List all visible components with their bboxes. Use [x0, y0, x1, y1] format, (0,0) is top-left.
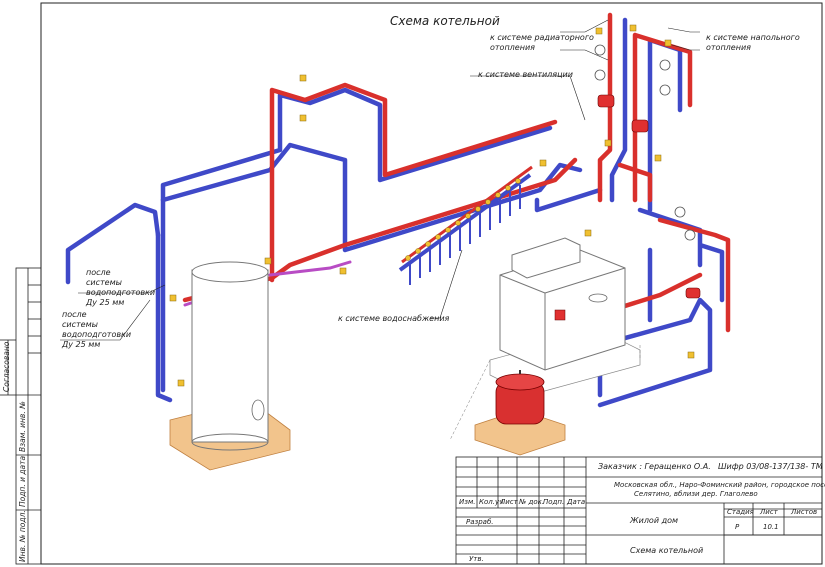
- tb-drawing-name: Схема котельной: [630, 546, 704, 555]
- tb-col-date: Дата: [567, 498, 586, 506]
- callout-line: Ду 25 мм: [86, 298, 125, 307]
- callout-line: к системе напольного: [706, 33, 800, 42]
- stamp-sign-date: Подп. и дата: [18, 455, 27, 507]
- leader-lines: [60, 19, 700, 341]
- stamp-inv-replace: Взам. инв. №: [18, 401, 27, 452]
- callout-line: после: [86, 268, 111, 277]
- callout-radiator-heating: к системе радиаторного отопления: [490, 33, 594, 53]
- water-supply-manifold: [398, 165, 533, 285]
- tb-address-2: Селятино, вблизи дер. Глаголево: [634, 490, 758, 498]
- tb-stage-header: Стадия: [727, 508, 754, 516]
- callout-line: отопления: [490, 43, 535, 52]
- title-block-frame: [455, 456, 823, 565]
- projection-lines: [449, 345, 641, 441]
- callout-line: системы: [62, 320, 98, 329]
- tb-customer: Заказчик : Геращенко О.А.: [598, 462, 711, 471]
- tb-col-qty: Кол.уч: [479, 498, 504, 506]
- tb-developed: Разраб.: [466, 518, 494, 526]
- callout-floor-heating: к системе напольного отопления: [706, 33, 800, 53]
- tb-stage: Р: [735, 523, 740, 531]
- callout-line: к системе радиаторного: [490, 33, 594, 42]
- tb-col-rev: Изм.: [459, 498, 476, 506]
- expansion-vessel: [474, 370, 566, 456]
- tb-sheet-header: Лист: [760, 508, 778, 516]
- side-stamp: [0, 267, 42, 565]
- callout-ventilation: к системе вентиляции: [478, 70, 573, 79]
- tb-object: Жилой дом: [630, 516, 679, 525]
- drawing-title: Схема котельной: [390, 14, 500, 28]
- tb-code: Шифр 03/08-137/138- ТМ: [718, 462, 823, 471]
- tb-col-sign: Подп.: [543, 498, 565, 506]
- stamp-agreed: Согласовано: [2, 341, 11, 392]
- callout-line: системы: [86, 278, 122, 287]
- tb-sheets-header: Листов: [791, 508, 818, 516]
- tb-sheet: 10.1: [763, 523, 779, 531]
- callout-line: Ду 25 мм: [62, 340, 101, 349]
- callout-after-water-treatment-2: после системы водоподготовки Ду 25 мм: [62, 310, 131, 350]
- stamp-inv-orig: Инв. № подл.: [18, 510, 27, 562]
- callout-line: водоподготовки: [62, 330, 132, 339]
- hot-water-tank: [169, 261, 291, 471]
- tb-col-doc: № док.: [519, 498, 545, 506]
- callout-after-water-treatment-1: после системы водоподготовки Ду 25 мм: [86, 268, 155, 308]
- tb-approved: Утв.: [469, 555, 484, 563]
- tb-col-sheet: Лист: [500, 498, 518, 506]
- boiler-unit: [489, 237, 641, 396]
- callout-water-supply: к системе водоснабжения: [338, 314, 450, 323]
- callout-line: водоподготовки: [86, 288, 156, 297]
- tb-address-1: Московская обл., Наро-Фоминский район, г…: [614, 481, 825, 489]
- callout-line: после: [62, 310, 87, 319]
- callout-line: отопления: [706, 43, 751, 52]
- pump-group: [169, 24, 701, 387]
